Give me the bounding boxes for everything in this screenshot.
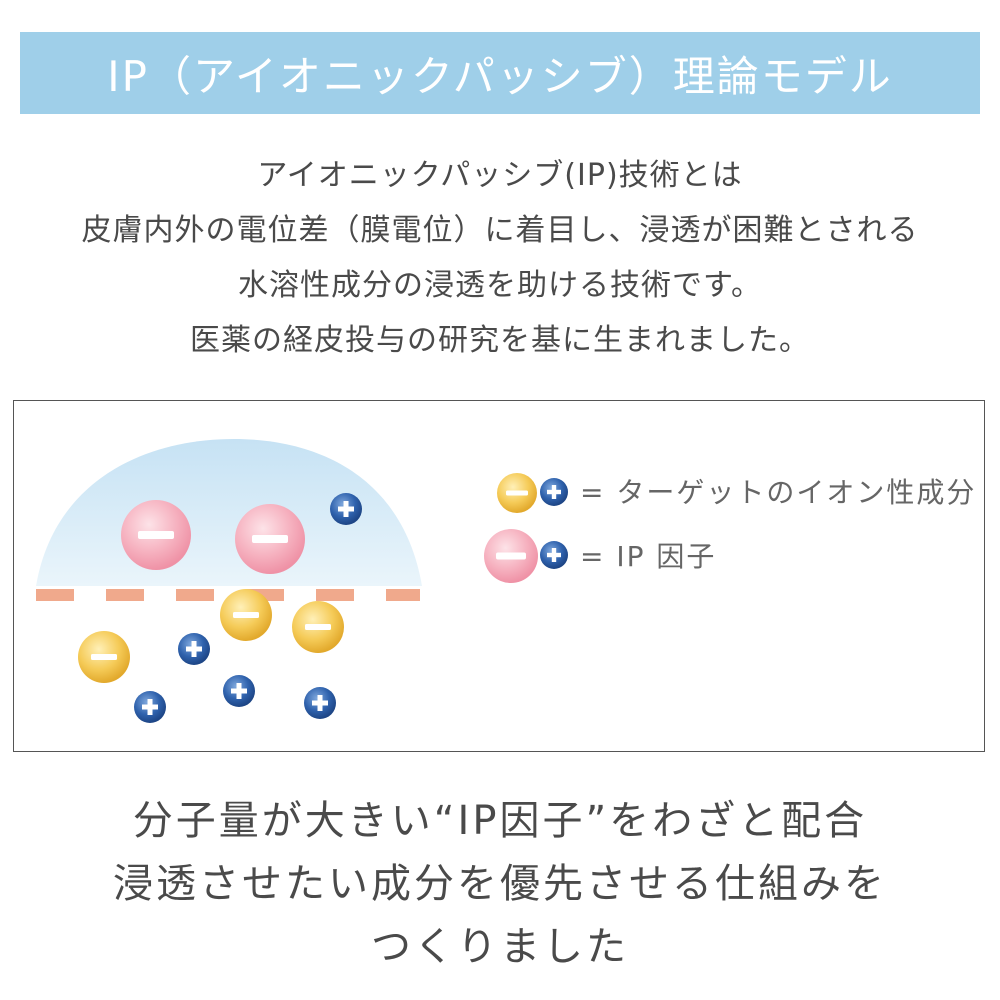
- legend-label: = IP 因子: [580, 540, 716, 573]
- blue-plus-ion-icon: [540, 541, 568, 569]
- intro-line: アイオニックパッシブ(IP)技術とは: [0, 148, 1000, 203]
- page-title: IP（アイオニックパッシブ）理論モデル: [107, 43, 893, 104]
- blue-plus-ion-icon: [330, 493, 362, 525]
- blue-plus-ion-icon: [304, 687, 336, 719]
- membrane-segment: [316, 589, 354, 601]
- blue-plus-ion-icon: [134, 691, 166, 723]
- yellow-minus-ion-icon: [292, 601, 344, 653]
- diagram-canvas: = ターゲットのイオン性成分 = IP 因子: [14, 401, 984, 751]
- summary-text: 分子量が大きい“IP因子”をわざと配合 浸透させたい成分を優先させる仕組みを つ…: [0, 790, 1000, 979]
- yellow-minus-ion-icon: [220, 589, 272, 641]
- pink-minus-ion-icon: [235, 504, 305, 574]
- summary-line: 浸透させたい成分を優先させる仕組みを: [0, 853, 1000, 916]
- membrane-segment: [176, 589, 214, 601]
- summary-line: つくりました: [0, 916, 1000, 979]
- blue-plus-ion-icon: [540, 478, 568, 506]
- pink-minus-ion-icon: [121, 500, 191, 570]
- ip-model-diagram: = ターゲットのイオン性成分 = IP 因子: [13, 400, 985, 752]
- pink-minus-ion-icon: [484, 529, 538, 583]
- blue-plus-ion-icon: [178, 633, 210, 665]
- title-banner: IP（アイオニックパッシブ）理論モデル: [20, 32, 980, 114]
- membrane-segment: [36, 589, 74, 601]
- intro-line: 水溶性成分の浸透を助ける技術です。: [0, 258, 1000, 313]
- membrane-segment: [106, 589, 144, 601]
- intro-text: アイオニックパッシブ(IP)技術とは 皮膚内外の電位差（膜電位）に着目し、浸透が…: [0, 148, 1000, 368]
- membrane-segment: [386, 589, 420, 601]
- summary-line: 分子量が大きい“IP因子”をわざと配合: [0, 790, 1000, 853]
- legend-label: = ターゲットのイオン性成分: [580, 476, 976, 509]
- dome-outer-layer: [36, 439, 422, 586]
- legend-item-ip-factor: = IP 因子: [484, 529, 716, 583]
- legend-item-target-ion: = ターゲットのイオン性成分: [497, 473, 976, 513]
- yellow-minus-ion-icon: [497, 473, 537, 513]
- intro-line: 医薬の経皮投与の研究を基に生まれました。: [0, 313, 1000, 368]
- yellow-minus-ion-icon: [78, 631, 130, 683]
- blue-plus-ion-icon: [223, 675, 255, 707]
- intro-line: 皮膚内外の電位差（膜電位）に着目し、浸透が困難とされる: [0, 203, 1000, 258]
